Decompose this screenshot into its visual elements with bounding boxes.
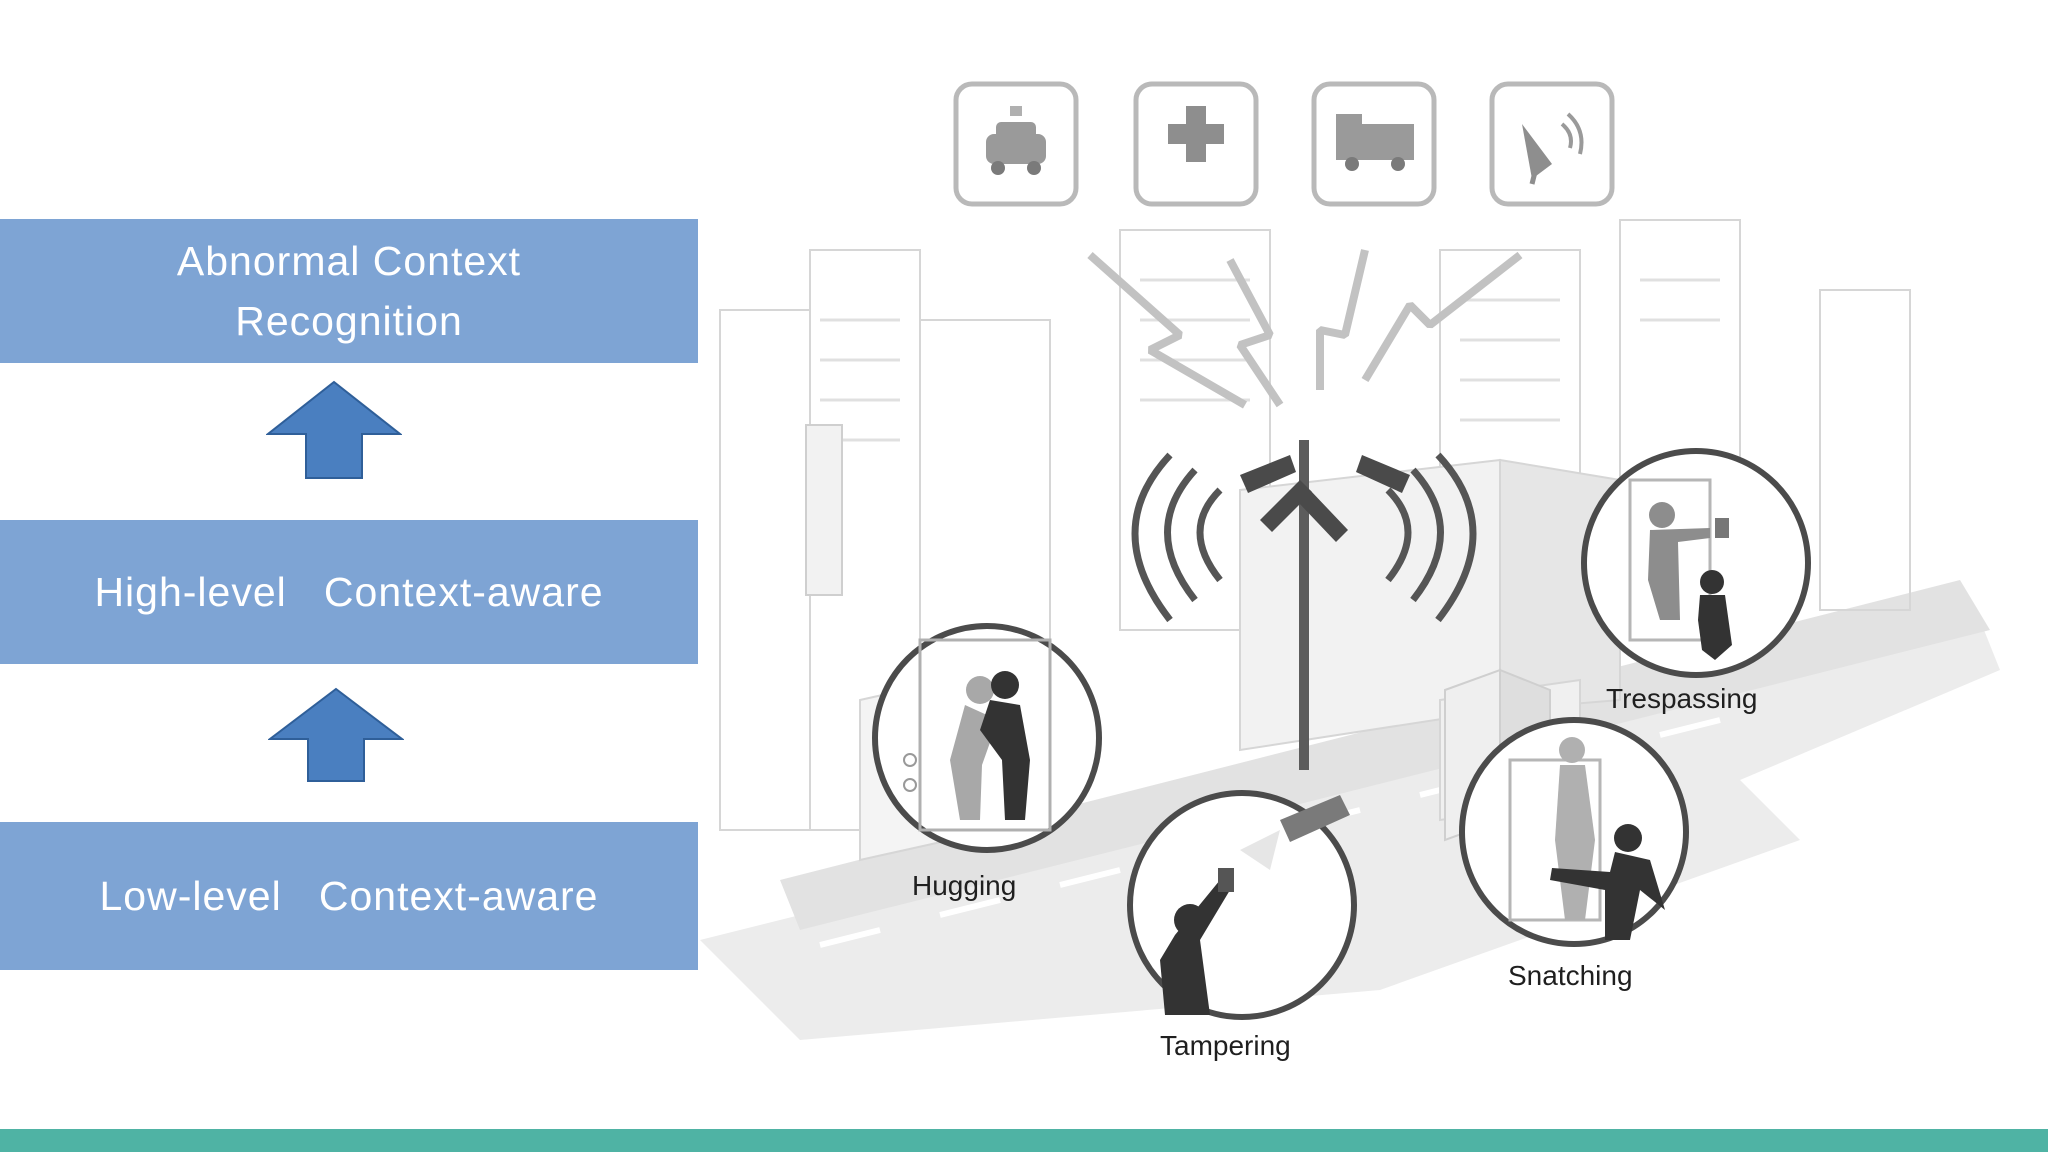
- trespassing-scene: [1581, 448, 1811, 678]
- sign-board: [805, 424, 843, 596]
- wireless-signal-bolts: [1087, 249, 1523, 409]
- high-level-label: High-level Context-aware: [94, 569, 604, 615]
- hugging-label: Hugging: [912, 870, 1017, 901]
- high-level-context-aware-box: High-level Context-aware: [0, 520, 698, 664]
- up-arrow-icon: [268, 687, 404, 782]
- up-arrow-icon: [266, 380, 402, 479]
- police-car-icon: [953, 81, 1079, 207]
- abnormal-context-recognition-box: Abnormal Context Recognition: [0, 219, 698, 363]
- cctv-pole: [1131, 440, 1477, 770]
- tampering-label: Tampering: [1160, 1030, 1291, 1061]
- city-surveillance-illustration: [700, 81, 2000, 1040]
- fire-truck-icon: [1311, 81, 1437, 207]
- satellite-dish-icon: [1489, 81, 1615, 207]
- snatching-scene: [1459, 717, 1689, 947]
- snatching-label: Snatching: [1508, 960, 1633, 991]
- trespassing-label: Trespassing: [1606, 683, 1758, 714]
- tampering-scene: [1127, 790, 1357, 1020]
- low-level-label: Low-level Context-aware: [99, 873, 599, 919]
- responder-icons-row: [953, 81, 1615, 207]
- abnormal-box-line1: Abnormal Context: [176, 238, 522, 284]
- abnormal-box-line2: Recognition: [235, 298, 463, 344]
- hugging-scene: [872, 623, 1102, 853]
- footer-accent-bar: [0, 1129, 2048, 1152]
- low-level-context-aware-box: Low-level Context-aware: [0, 822, 698, 970]
- hospital-cross-icon: [1133, 81, 1259, 207]
